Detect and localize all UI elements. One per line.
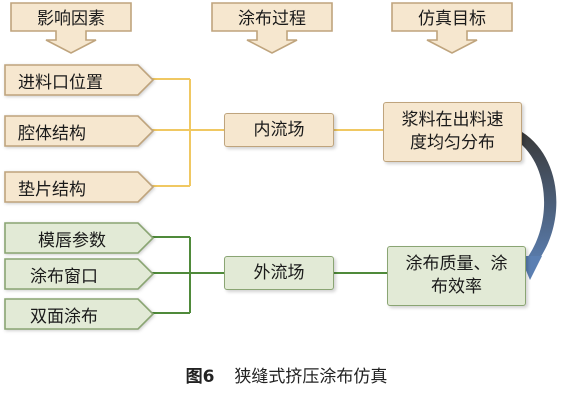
factor-label: 腔体结构 <box>18 123 86 144</box>
process-inner-label: 内流场 <box>253 119 305 140</box>
factor-cavity-structure: 腔体结构 <box>4 115 154 147</box>
factor-label: 模唇参数 <box>38 230 106 251</box>
header-factors: 影响因素 <box>10 2 132 54</box>
header-goal: 仿真目标 <box>391 2 513 54</box>
goal-coating-quality: 涂布质量、涂 布效率 <box>387 246 526 306</box>
factor-double-sided-coating: 双面涂布 <box>4 298 154 330</box>
goal-uniform-distribution: 浆料在出料速 度均匀分布 <box>383 102 522 162</box>
header-process: 涂布过程 <box>211 2 333 54</box>
process-inner-flow: 内流场 <box>224 113 334 147</box>
factor-lip-parameters: 模唇参数 <box>4 222 154 254</box>
factor-label: 涂布窗口 <box>30 266 98 287</box>
goal-top-line1: 浆料在出料速 <box>401 110 504 131</box>
outer-connector <box>152 236 387 314</box>
goal-bottom-line1: 涂布质量、涂 <box>405 254 508 275</box>
factor-label: 双面涂布 <box>30 306 98 327</box>
factor-label: 进料口位置 <box>18 72 103 93</box>
inner-connector <box>152 78 383 187</box>
goal-top-line2: 度均匀分布 <box>410 133 495 153</box>
header-factors-label: 影响因素 <box>37 9 105 29</box>
process-outer-label: 外流场 <box>253 262 305 283</box>
header-goal-label: 仿真目标 <box>418 9 486 29</box>
figure-caption: 图6 狭缝式挤压涂布仿真 <box>0 362 573 387</box>
figure-number: 图6 <box>185 367 215 387</box>
factor-coating-window: 涂布窗口 <box>4 258 154 290</box>
goal-bottom-line2: 布效率 <box>431 277 482 297</box>
figure-title: 狭缝式挤压涂布仿真 <box>234 367 388 387</box>
factor-inlet-position: 进料口位置 <box>4 64 154 96</box>
factor-label: 垫片结构 <box>18 179 86 200</box>
factor-shim-structure: 垫片结构 <box>4 171 154 203</box>
process-outer-flow: 外流场 <box>224 256 334 290</box>
header-process-label: 涂布过程 <box>238 9 306 29</box>
